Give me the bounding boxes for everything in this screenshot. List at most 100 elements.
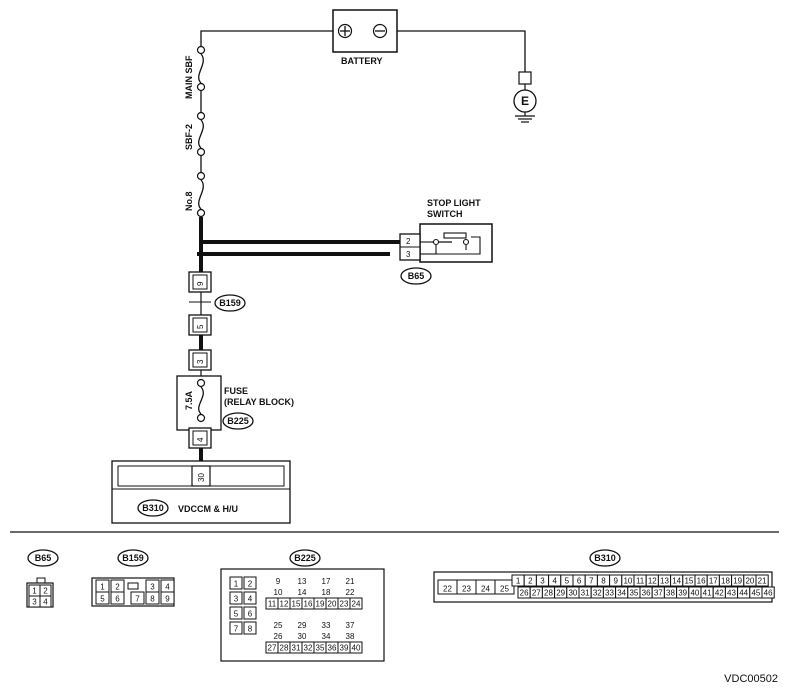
legend-b159-pin-label: 2: [115, 583, 120, 592]
main-sbf-label: MAIN SBF: [184, 55, 194, 99]
legend-b65-pin-label: 3: [32, 598, 37, 607]
legend-b310-pin-label: 20: [745, 577, 754, 586]
b65-pin2: 2: [406, 237, 411, 246]
legend-b310-pin-label: 19: [733, 577, 742, 586]
relay-fuse-label-2: (RELAY BLOCK): [224, 397, 294, 407]
legend-b159-pin: [110, 591, 125, 605]
legend-b225-pin: [229, 621, 243, 635]
legend-b310-pin-label: 35: [629, 589, 638, 598]
legend-b225-pin: [243, 621, 257, 635]
legend-b225-pin-label: 27: [268, 644, 277, 653]
legend-b310-badge-label: B310: [594, 553, 616, 563]
legend-b310-pin-label: 28: [544, 589, 553, 598]
legend-b310-pin-label: 2: [528, 577, 533, 586]
legend-b310-pin-label: 44: [739, 589, 748, 598]
legend-b310-pin-label: 15: [684, 577, 693, 586]
legend-b310-pin-label: 7: [589, 577, 594, 586]
legend-b159-pin: [160, 591, 175, 605]
legend-b310-pin-label: 1: [516, 577, 521, 586]
legend-b225-pin-label: 39: [340, 644, 349, 653]
main-sbf-fuse: [196, 45, 206, 92]
legend-b310-pin-label: 12: [648, 577, 657, 586]
legend-b310-pin: [494, 579, 515, 595]
legend-b159-pin-label: 7: [135, 595, 140, 604]
legend-b310-pin-label: 29: [556, 589, 565, 598]
legend-b225-pin-label: 35: [316, 644, 325, 653]
legend-b225-pin-label: 7: [234, 625, 239, 634]
legend-b159-pin-label: 1: [100, 583, 105, 592]
b65-connector-pins: [399, 233, 436, 261]
wire-battery-negative: [397, 30, 526, 72]
stop-light-switch-label-2: SWITCH: [427, 209, 463, 219]
legend-b65-pin-label: 2: [43, 587, 48, 596]
legend-b225-pin-label: 37: [346, 621, 355, 630]
legend-b65-pin: [39, 595, 52, 608]
legend-b225-pin-label: 36: [328, 644, 337, 653]
legend-b310-pin-label: 42: [715, 589, 724, 598]
legend-b225-pin-label: 1: [234, 580, 239, 589]
b225-badge: [222, 412, 254, 430]
legend-b225-pin-label: 31: [292, 644, 301, 653]
legend-b310-pin-label: 17: [709, 577, 718, 586]
legend-b65-pin-label: 1: [32, 587, 37, 596]
legend-b310-pin-label: 38: [666, 589, 675, 598]
legend-b225-pin-label: 28: [280, 644, 289, 653]
sbf2-fuse: [196, 111, 206, 157]
legend-b225-pin: [243, 606, 257, 620]
legend-b225-pin-label: 21: [346, 577, 355, 586]
b159-badge: [214, 294, 246, 312]
legend-b310-pin-label: 3: [540, 577, 545, 586]
legend-b65-badge: [27, 549, 59, 567]
legend-b225-pin: [229, 591, 243, 605]
legend-b159-pin-label: 4: [165, 583, 170, 592]
ground-icon: [513, 71, 537, 123]
legend-b65-latch: [36, 577, 46, 584]
relay-fuse-rating: 7.5A: [184, 390, 194, 410]
b159-connector: [188, 271, 212, 336]
legend-b65-pin-label: 4: [43, 598, 48, 607]
no8-label: No.8: [184, 191, 194, 211]
legend-b310-pin-label: 8: [601, 577, 606, 586]
legend-b310-pin-label: 22: [443, 585, 452, 594]
legend-b225-pin: [243, 576, 257, 590]
legend-b225-pin-label: 29: [298, 621, 307, 630]
legend-b310-pin-label: 39: [678, 589, 687, 598]
b225-badge-label: B225: [227, 416, 249, 426]
legend-b225-pin-label: 25: [274, 621, 283, 630]
legend-b225-pin-label: 2: [248, 580, 253, 589]
legend-b225-pin-label: 32: [304, 644, 313, 653]
legend-b310-pin-label: 16: [697, 577, 706, 586]
legend-b310-pin-label: 18: [721, 577, 730, 586]
b65-badge-label: B65: [408, 271, 425, 281]
legend-b159-pin-label: 9: [165, 595, 170, 604]
legend-b225-pin-label: 4: [248, 595, 253, 604]
legend-b310-pin-label: 31: [581, 589, 590, 598]
b225-pin4: 4: [196, 437, 205, 442]
legend-b225-pin-label: 10: [274, 588, 283, 597]
b310-badge-label: B310: [142, 503, 164, 513]
legend-b310-pin-label: 21: [758, 577, 767, 586]
legend-b225-pin: [349, 641, 363, 654]
legend-b310-pin-label: 23: [462, 585, 471, 594]
legend-b225-pin-label: 13: [298, 577, 307, 586]
legend-b225-pin-label: 8: [248, 625, 253, 634]
legend-b310-pin: [761, 586, 775, 599]
legend-b225-pin: [229, 576, 243, 590]
legend-b310-pin-label: 24: [481, 585, 490, 594]
battery-label: BATTERY: [341, 56, 383, 66]
legend-b310-pin-label: 10: [623, 577, 632, 586]
legend-b159-badge-label: B159: [122, 553, 144, 563]
legend-b159-pin-label: 6: [115, 595, 120, 604]
b225-pin3: 3: [196, 359, 205, 364]
legend-b310-pin-label: 33: [605, 589, 614, 598]
ground-label: E: [521, 94, 529, 108]
legend-b310-pin-label: 4: [552, 577, 557, 586]
legend-b225-pin-label: 14: [298, 588, 307, 597]
legend-b310-pin-label: 32: [593, 589, 602, 598]
legend-b310-badge: [589, 549, 621, 567]
battery-symbol: [332, 9, 398, 53]
legend-b225-pin-label: 18: [322, 588, 331, 597]
legend-b225-pin-label: 6: [248, 610, 253, 619]
